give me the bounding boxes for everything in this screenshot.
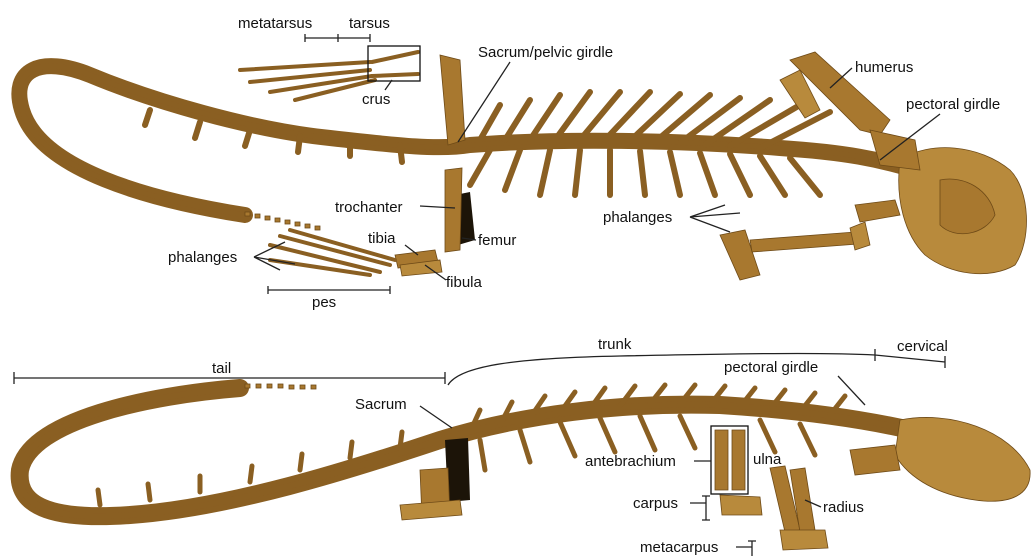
label-pectoral-girdle-top: pectoral girdle <box>906 96 1000 113</box>
label-pes: pes <box>312 294 336 311</box>
bottom-skull <box>895 417 1030 501</box>
top-forelimb <box>720 200 900 280</box>
bottom-forelimb <box>715 430 900 550</box>
label-crus: crus <box>362 91 390 108</box>
label-humerus: humerus <box>855 59 913 76</box>
label-tail: tail <box>212 360 231 377</box>
label-trochanter: trochanter <box>335 199 403 216</box>
label-tibia: tibia <box>368 230 396 247</box>
label-sacrum-pelvic-girdle: Sacrum/pelvic girdle <box>478 44 613 61</box>
bottom-tail-tip <box>245 384 316 389</box>
bottom-skeleton <box>20 384 1031 550</box>
label-sacrum: Sacrum <box>355 396 407 413</box>
bottom-vertebral-column <box>20 388 950 516</box>
label-tarsus: tarsus <box>349 15 390 32</box>
label-cervical: cervical <box>897 338 948 355</box>
label-pectoral-girdle-bottom: pectoral girdle <box>724 359 818 376</box>
top-upper-foot <box>240 52 418 100</box>
label-fibula: fibula <box>446 274 483 291</box>
label-antebrachium: antebrachium <box>585 453 676 470</box>
label-metacarpus: metacarpus <box>640 539 718 556</box>
label-trunk: trunk <box>598 336 632 353</box>
label-femur: femur <box>478 232 516 249</box>
top-pelvic-area <box>395 55 475 276</box>
label-phalanges-left: phalanges <box>168 249 237 266</box>
label-radius: radius <box>823 499 864 516</box>
label-carpus: carpus <box>633 495 678 512</box>
label-metatarsus: metatarsus <box>238 15 312 32</box>
top-skeleton <box>19 46 1026 280</box>
top-tail-tip <box>245 212 320 230</box>
label-ulna: ulna <box>753 451 782 468</box>
label-phalanges-right: phalanges <box>603 209 672 226</box>
